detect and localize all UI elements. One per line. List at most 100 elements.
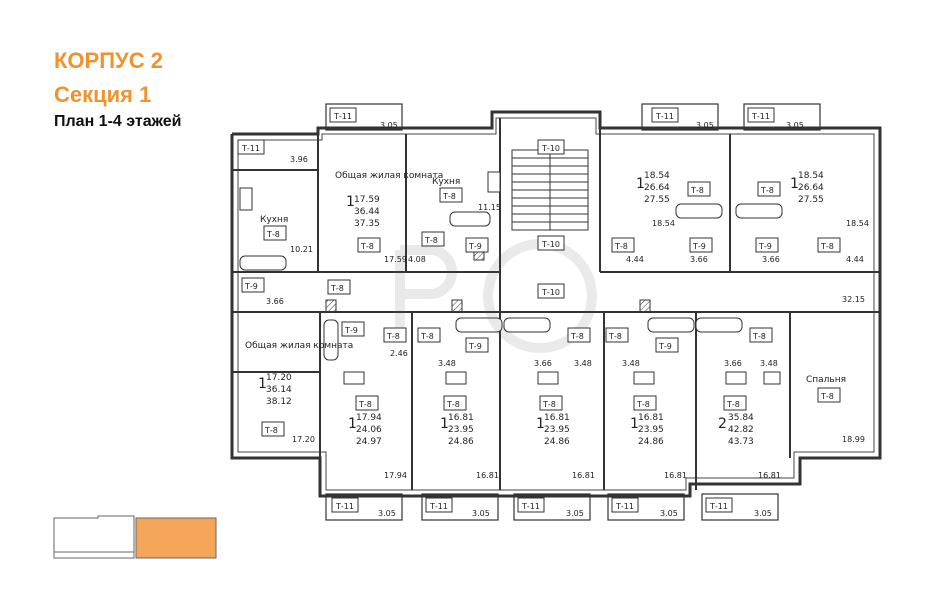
building-minimap: [53, 515, 217, 559]
svg-text:16.81: 16.81: [572, 471, 595, 480]
svg-text:38.12: 38.12: [266, 397, 292, 407]
tag-t8: Т-8: [636, 400, 650, 409]
svg-text:16.81: 16.81: [664, 471, 687, 480]
svg-text:18.54: 18.54: [798, 171, 824, 181]
svg-text:3.05: 3.05: [472, 509, 490, 518]
apt-b1: 1 17.94 24.06 24.97: [348, 413, 382, 447]
building-title: КОРПУС 2: [54, 48, 163, 73]
tag-t8: Т-8: [264, 426, 278, 435]
tag-t9: Т-9: [344, 326, 358, 335]
apt-left: 1 17.20 36.14 38.12: [258, 373, 292, 407]
interior-walls: [232, 118, 880, 490]
tag-t8: Т-8: [266, 230, 280, 239]
svg-text:1: 1: [790, 176, 799, 192]
svg-text:10.21: 10.21: [290, 245, 313, 254]
tag-t8: Т-8: [360, 242, 374, 251]
outer-walls-inner: [237, 117, 875, 491]
tag-t8: Т-8: [358, 400, 372, 409]
svg-text:3.66: 3.66: [724, 359, 742, 368]
svg-text:36.44: 36.44: [354, 207, 380, 217]
minimap-section-current: [135, 517, 217, 559]
svg-text:3.48: 3.48: [438, 359, 456, 368]
section-title: Секция 1: [54, 82, 152, 107]
appliances: [239, 171, 781, 385]
svg-text:3.05: 3.05: [660, 509, 678, 518]
svg-text:16.81: 16.81: [448, 413, 474, 423]
svg-text:24.86: 24.86: [544, 437, 570, 447]
svg-text:3.48: 3.48: [574, 359, 592, 368]
tag-t9: Т-9: [758, 242, 772, 251]
svg-text:23.95: 23.95: [544, 425, 570, 435]
svg-text:4.44: 4.44: [626, 255, 644, 264]
tag-t8: Т-8: [726, 400, 740, 409]
tag-t11: Т-11: [655, 112, 674, 121]
tag-t8: Т-8: [424, 236, 438, 245]
utility-shafts: [325, 249, 651, 313]
svg-text:16.81: 16.81: [476, 471, 499, 480]
svg-text:1: 1: [346, 194, 355, 210]
room-label-common-left: Общая жилая комната: [245, 341, 353, 351]
room-label-bedroom: Спальня: [806, 375, 846, 385]
svg-text:3.66: 3.66: [266, 297, 284, 306]
svg-text:16.81: 16.81: [544, 413, 570, 423]
tag-t11: Т-11: [751, 112, 770, 121]
svg-text:18.54: 18.54: [652, 219, 675, 228]
tag-t9: Т-9: [244, 282, 258, 291]
svg-text:24.86: 24.86: [638, 437, 664, 447]
tag-t8: Т-8: [752, 332, 766, 341]
svg-text:1: 1: [440, 416, 449, 432]
svg-text:4.44: 4.44: [846, 255, 864, 264]
svg-text:18.99: 18.99: [842, 435, 865, 444]
tag-t8: Т-8: [442, 192, 456, 201]
tag-t11: Т-11: [335, 502, 354, 511]
tag-t9: Т-9: [692, 242, 706, 251]
svg-text:43.73: 43.73: [728, 437, 754, 447]
svg-text:26.64: 26.64: [644, 183, 670, 193]
tag-t11: Т-11: [241, 144, 260, 153]
svg-text:23.95: 23.95: [638, 425, 664, 435]
tag-t9: Т-9: [658, 342, 672, 351]
tag-boxes: Т-11 Т-11 Т-11 Т-11 Т-10 Т-10 Т-10 Т-8 Т…: [237, 107, 841, 513]
svg-text:3.05: 3.05: [696, 121, 714, 130]
tag-t8: Т-8: [420, 332, 434, 341]
tag-t8: Т-8: [820, 242, 834, 251]
svg-text:17.94: 17.94: [384, 471, 407, 480]
balconies-top: [325, 103, 821, 131]
svg-text:17.20: 17.20: [266, 373, 292, 383]
tag-t11: Т-11: [709, 502, 728, 511]
svg-text:3.66: 3.66: [534, 359, 552, 368]
svg-text:36.14: 36.14: [266, 385, 292, 395]
tag-t11: Т-11: [429, 502, 448, 511]
svg-text:37.35: 37.35: [354, 219, 380, 229]
tag-t11: Т-11: [615, 502, 634, 511]
svg-text:17.20: 17.20: [292, 435, 315, 444]
tag-t8: Т-8: [386, 332, 400, 341]
apt-top-left: 1 17.59 36.44 37.35: [346, 194, 380, 229]
outer-walls: [230, 110, 882, 498]
svg-text:4.08: 4.08: [408, 255, 426, 264]
svg-text:2.46: 2.46: [390, 349, 408, 358]
svg-text:3.66: 3.66: [690, 255, 708, 264]
balconies-bottom: [325, 493, 779, 521]
svg-text:1: 1: [348, 416, 357, 432]
minimap-section-other: [53, 515, 135, 553]
svg-text:27.55: 27.55: [644, 195, 670, 205]
tag-t9: Т-9: [468, 242, 482, 251]
svg-text:16.81: 16.81: [758, 471, 781, 480]
svg-text:3.05: 3.05: [754, 509, 772, 518]
svg-text:17.59: 17.59: [354, 195, 380, 205]
svg-text:27.55: 27.55: [798, 195, 824, 205]
svg-text:24.97: 24.97: [356, 437, 382, 447]
room-label-common-top: Общая жилая комната: [335, 171, 443, 181]
tag-t10: Т-10: [541, 240, 560, 249]
tag-t10: Т-10: [541, 288, 560, 297]
dimension-labels: 3.05 3.05 3.05 3.96 10.21 3.66 17.59 4.0…: [266, 121, 869, 518]
svg-text:16.81: 16.81: [638, 413, 664, 423]
tag-t11: Т-11: [333, 112, 352, 121]
svg-text:3.96: 3.96: [290, 155, 308, 164]
apt-b2: 1 16.81 23.95 24.86: [440, 413, 474, 447]
room-label-kitchen-top: Кухня: [432, 177, 460, 187]
svg-text:3.48: 3.48: [760, 359, 778, 368]
tag-t8: Т-8: [570, 332, 584, 341]
